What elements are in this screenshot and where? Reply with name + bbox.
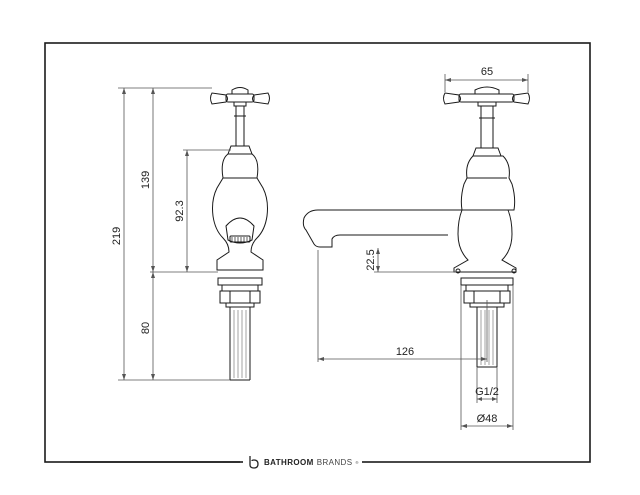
dim-thread: G1/2 xyxy=(475,386,499,398)
front-tail-thread-hatch xyxy=(480,310,494,365)
dim-base-diameter: Ø48 xyxy=(477,413,498,425)
right-dimension-ticks xyxy=(318,78,528,428)
left-dimensions xyxy=(118,87,231,381)
brand-name-light: BRANDS xyxy=(316,457,353,467)
brand-b-icon xyxy=(249,456,259,469)
dim-reach: 126 xyxy=(396,346,414,358)
right-dimensions xyxy=(317,74,529,430)
dim-lower-height: 80 xyxy=(140,322,152,334)
drawing-frame xyxy=(44,42,591,463)
dim-upper-height: 139 xyxy=(140,171,152,189)
dim-handle-to-outlet: 92.3 xyxy=(174,200,186,221)
tap-side-view xyxy=(210,87,270,381)
outlet-aerator xyxy=(231,237,248,242)
dim-spout-height: 22.5 xyxy=(365,249,377,270)
dim-overall-height: 219 xyxy=(111,227,123,245)
left-dimension-ticks xyxy=(122,88,189,380)
dim-head-width: 65 xyxy=(481,66,493,78)
tap-front-view xyxy=(302,86,530,368)
tail-thread-hatch xyxy=(233,310,247,378)
brand-name-bold: BATHROOM xyxy=(264,457,314,467)
brand-registered-mark: ® xyxy=(355,459,359,465)
